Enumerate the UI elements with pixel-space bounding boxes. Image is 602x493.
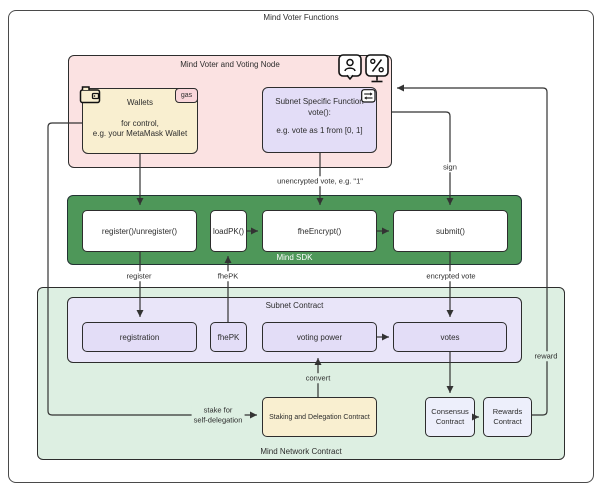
rewards-line2: Contract — [493, 417, 522, 426]
registration-box: registration — [82, 322, 197, 352]
label-sign: sign — [441, 162, 459, 172]
fhepk-box: fhePK — [210, 322, 247, 352]
sdk-fheencrypt-box: fheEncrypt() — [262, 210, 377, 252]
swap-arrows-icon — [361, 89, 376, 103]
rewards-line1: Rewards — [492, 407, 523, 416]
label-stake: stake for self-delegation — [191, 405, 245, 425]
gas-badge: gas — [175, 88, 198, 103]
network-contract-label: Mind Network Contract — [260, 447, 342, 456]
label-reward: reward — [532, 351, 560, 361]
wallets-line2: e.g. your MetaMask Wallet — [92, 129, 188, 138]
consensus-line1: Consensus — [431, 407, 469, 416]
voter-node-icons — [338, 54, 389, 83]
staking-contract-box: Staking and Delegation Contract — [262, 397, 377, 437]
label-stake-line1: stake for — [203, 405, 233, 415]
label-convert: convert — [303, 373, 333, 383]
label-fhepk: fhePK — [215, 271, 241, 281]
sdk-submit-box: submit() — [393, 210, 508, 252]
vote-fn-line3: e.g. vote as 1 from [0, 1] — [276, 126, 363, 135]
vote-function-box: Subnet Specific Function vote(): e.g. vo… — [262, 87, 377, 153]
label-register: register — [124, 271, 154, 281]
consensus-contract-box: Consensus Contract — [425, 397, 475, 437]
percent-display-icon — [365, 54, 389, 83]
sdk-loadpk-box: loadPK() — [210, 210, 247, 252]
diagram-title: Mind Voter Functions — [263, 13, 339, 22]
wallets-title: Wallets — [127, 98, 153, 107]
vote-fn-line1: Subnet Specific Function — [275, 97, 364, 106]
label-encrypted-vote: encrypted vote — [424, 271, 478, 281]
consensus-line2: Contract — [435, 417, 465, 426]
vote-fn-line2: vote(): — [308, 107, 331, 117]
rewards-contract-box: Rewards Contract — [483, 397, 532, 437]
sdk-label: Mind SDK — [276, 253, 313, 262]
wallets-line1: for control, — [121, 118, 159, 128]
voter-node-title: Mind Voter and Voting Node — [180, 60, 280, 69]
label-stake-line2: self-delegation — [193, 415, 243, 424]
wallet-icon — [79, 86, 101, 104]
subnet-contract-label: Subnet Contract — [265, 301, 324, 310]
sdk-register-box: register()/unregister() — [82, 210, 197, 252]
votes-box: votes — [393, 322, 507, 352]
person-chat-icon — [338, 54, 362, 80]
voting-power-box: voting power — [262, 322, 377, 352]
label-unencrypted-vote: unencrypted vote, e.g. "1" — [275, 176, 365, 186]
